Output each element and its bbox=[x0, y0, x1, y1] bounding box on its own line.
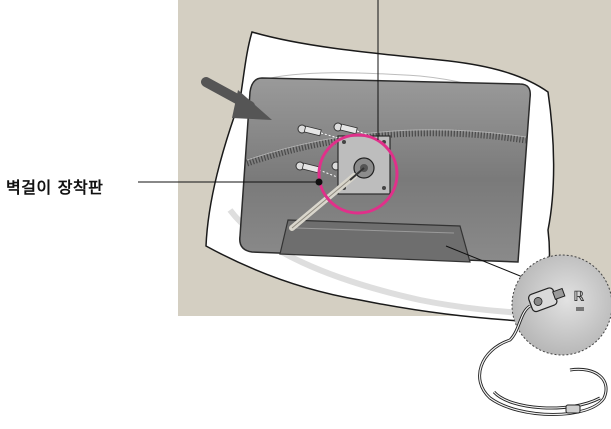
callout-dot bbox=[316, 179, 323, 186]
wall-mount-plate-label: 벽걸이 장착판 bbox=[6, 174, 103, 198]
svg-text:ℝ: ℝ bbox=[573, 289, 585, 305]
stand-socket bbox=[280, 220, 470, 262]
